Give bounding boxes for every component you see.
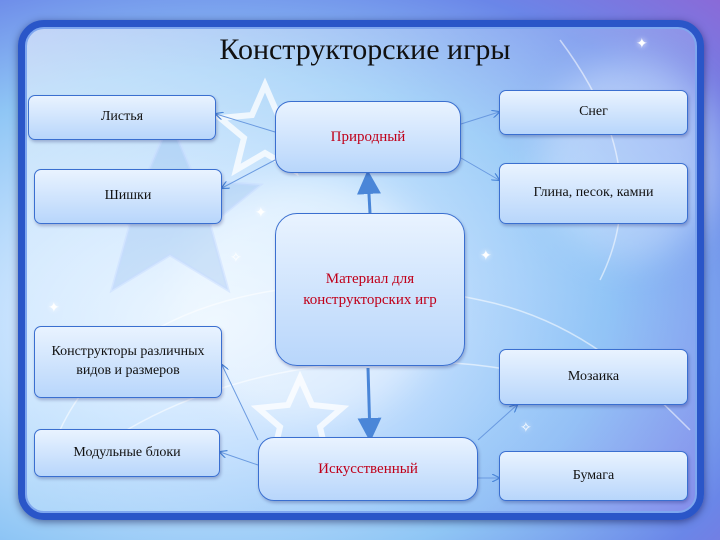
sparkle-icon: ✧ bbox=[520, 421, 532, 436]
swirl-line bbox=[559, 39, 622, 281]
arrow-artificial-to-mosaic bbox=[477, 405, 517, 441]
node-natural: Природный bbox=[275, 101, 461, 173]
node-cones: Шишки bbox=[34, 169, 222, 224]
node-artificial: Искусственный bbox=[258, 437, 478, 501]
sparkle-icon: ✦ bbox=[48, 301, 60, 316]
arrow-center-to-artificial bbox=[357, 367, 382, 442]
arrow-artificial-to-constructors bbox=[222, 365, 259, 441]
slide-frame bbox=[18, 20, 704, 520]
node-leaves: Листья bbox=[28, 95, 216, 140]
arrow-artificial-to-blocks bbox=[220, 452, 259, 466]
node-center: Материал для конструкторских игр bbox=[275, 213, 465, 366]
node-snow: Снег bbox=[499, 90, 688, 135]
arrow-natural-to-leaves bbox=[216, 114, 276, 133]
page-title: Конструкторские игры bbox=[219, 33, 511, 66]
sparkle-icon: ✧ bbox=[230, 251, 242, 266]
arrow-natural-to-clay bbox=[460, 157, 499, 180]
sparkle-icon: ✦ bbox=[480, 249, 492, 264]
node-blocks: Модульные блоки bbox=[34, 429, 220, 477]
node-clay: Глина, песок, камни bbox=[499, 163, 688, 224]
arrow-center-to-natural bbox=[356, 170, 381, 214]
sparkle-icon: ✦ bbox=[255, 206, 267, 221]
node-paper: Бумага bbox=[499, 451, 688, 501]
node-constructors: Конструкторы различных видов и размеров bbox=[34, 326, 222, 398]
sparkle-icon: ✦ bbox=[636, 37, 648, 52]
arrow-natural-to-snow bbox=[460, 112, 499, 125]
arrow-natural-to-cones bbox=[222, 159, 276, 188]
node-mosaic: Мозаика bbox=[499, 349, 688, 405]
